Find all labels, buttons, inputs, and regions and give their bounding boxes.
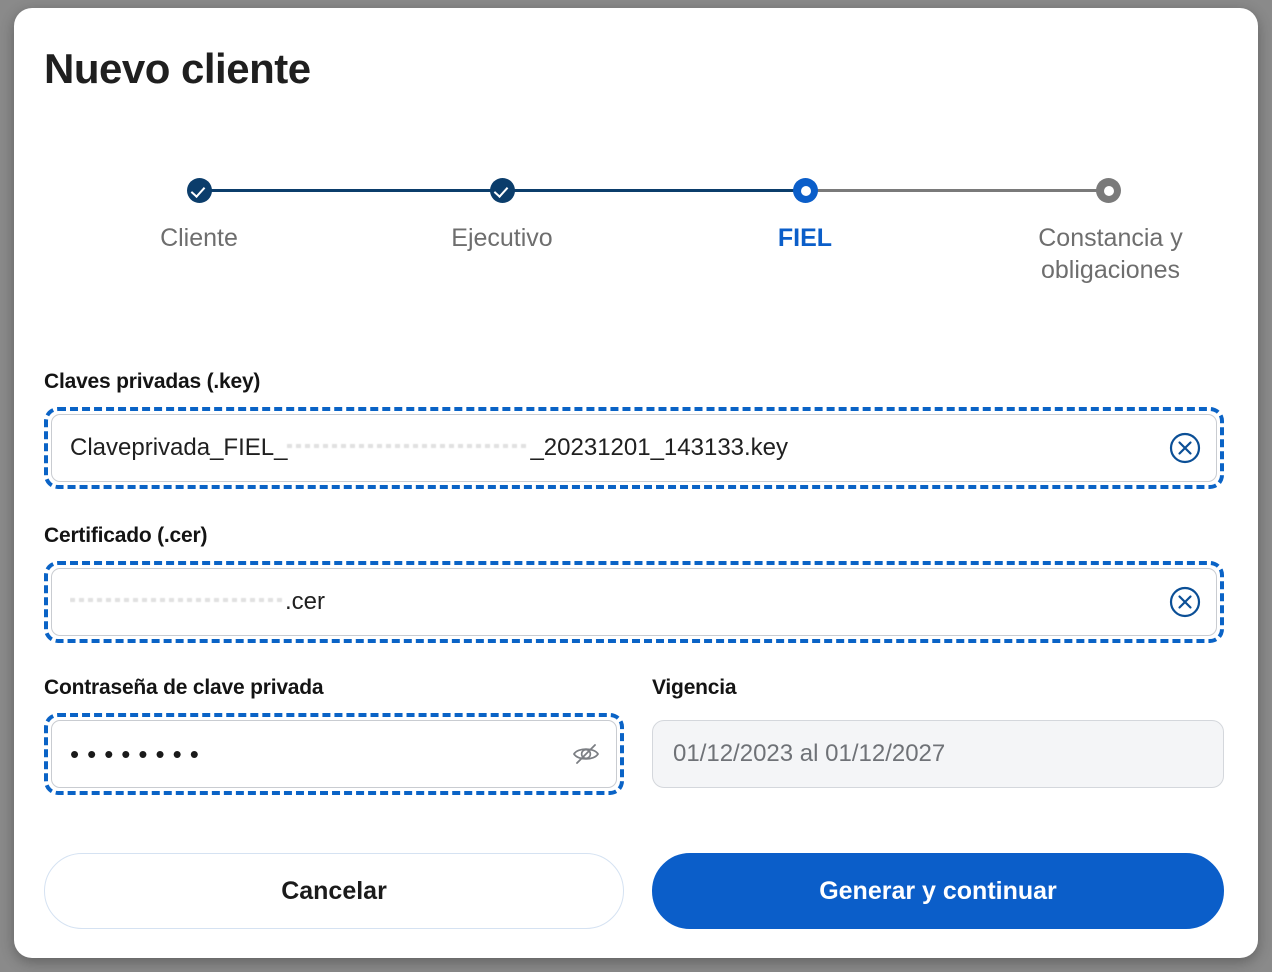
stepper-segment-2 <box>502 189 805 192</box>
certificate-redacted-block <box>70 591 285 614</box>
password-input[interactable]: •••••••• <box>51 720 617 788</box>
stepper-segment-3 <box>805 189 1108 192</box>
progress-stepper: Cliente Ejecutivo FIEL Constancia y obli… <box>44 170 1224 315</box>
private-key-label: Claves privadas (.key) <box>44 370 261 393</box>
stepper-node-constancia[interactable] <box>1096 178 1121 203</box>
private-key-value-prefix: Claveprivada_FIEL_ <box>70 434 288 461</box>
certificate-value: .cer <box>70 588 1168 616</box>
private-key-value-suffix: _20231201_143133.key <box>530 434 789 461</box>
circle-x-icon[interactable] <box>1168 585 1202 619</box>
password-masked-value: •••••••• <box>70 739 207 769</box>
stepper-label-constancia: Constancia y obligaciones <box>1038 224 1183 284</box>
validity-field: 01/12/2023 al 01/12/2027 <box>652 720 1224 788</box>
private-key-input[interactable]: Claveprivada_FIEL_ _20231201_143133.key <box>51 414 1217 482</box>
stepper-node-cliente[interactable] <box>187 178 212 203</box>
validity-label: Vigencia <box>652 676 737 699</box>
stepper-node-fiel[interactable] <box>793 178 818 203</box>
private-key-redacted-block <box>287 437 531 460</box>
password-label: Contraseña de clave privada <box>44 676 324 699</box>
certificate-focus-ring: .cer <box>44 561 1224 643</box>
stepper-node-ejecutivo[interactable] <box>490 178 515 203</box>
new-client-dialog: Nuevo cliente Cliente Ejecutivo FIEL Con… <box>14 8 1258 958</box>
stepper-label-cliente: Cliente <box>160 224 238 252</box>
password-focus-ring: •••••••• <box>44 713 624 795</box>
circle-x-icon[interactable] <box>1168 431 1202 465</box>
stepper-track <box>44 170 1224 210</box>
submit-button[interactable]: Generar y continuar <box>652 853 1224 929</box>
private-key-focus-ring: Claveprivada_FIEL_ _20231201_143133.key <box>44 407 1224 489</box>
page-title: Nuevo cliente <box>44 45 311 92</box>
eye-slash-icon[interactable] <box>570 738 602 770</box>
validity-value: 01/12/2023 al 01/12/2027 <box>673 740 946 767</box>
cancel-button[interactable]: Cancelar <box>44 853 624 929</box>
certificate-input[interactable]: .cer <box>51 568 1217 636</box>
certificate-value-suffix: .cer <box>285 588 326 615</box>
certificate-label: Certificado (.cer) <box>44 524 208 547</box>
stepper-label-ejecutivo: Ejecutivo <box>451 224 553 252</box>
stepper-segment-1 <box>199 189 502 192</box>
stepper-label-fiel: FIEL <box>777 224 833 252</box>
private-key-value: Claveprivada_FIEL_ _20231201_143133.key <box>70 434 1168 462</box>
